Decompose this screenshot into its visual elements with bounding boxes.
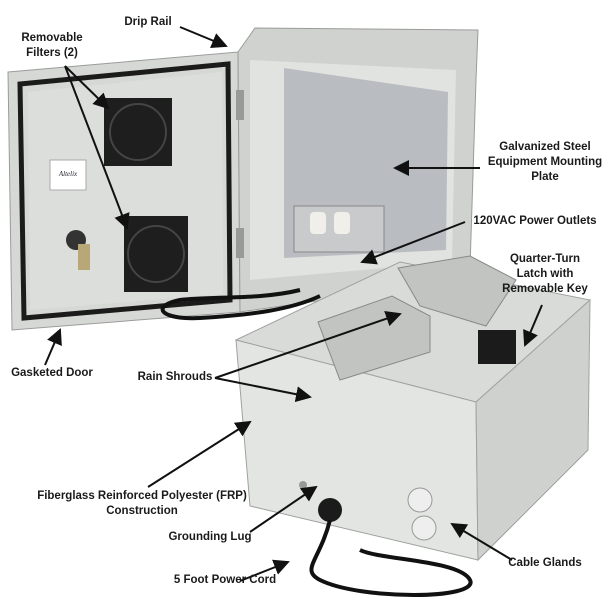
callout-power-cord: 5 Foot Power Cord xyxy=(173,574,277,586)
callout-line: Fiberglass Reinforced Polyester (FRP) xyxy=(37,490,247,502)
cable-gland-2 xyxy=(411,515,437,541)
callout-power-outlets: 120VAC Power Outlets xyxy=(473,215,597,227)
callout-line: Quarter-Turn xyxy=(509,253,581,265)
power-cord-front xyxy=(309,519,473,597)
callout-arrows xyxy=(44,26,543,582)
power-cord-gland xyxy=(318,498,342,522)
cable-gland-1 xyxy=(407,487,433,513)
grounding-lug xyxy=(299,481,307,489)
filter-fan-top xyxy=(104,98,172,166)
open-door: Altelix xyxy=(7,51,241,331)
quarter-turn-latch xyxy=(478,330,516,364)
callout-line: Plate xyxy=(531,171,559,183)
callout-frp: Fiberglass Reinforced Polyester (FRP) Co… xyxy=(37,489,247,519)
callout-line: Equipment Mounting xyxy=(487,156,603,168)
hinge-top xyxy=(236,90,244,120)
callout-cable-glands: Cable Glands xyxy=(508,557,582,569)
rain-shroud-back xyxy=(397,255,517,327)
callout-mounting-plate: Galvanized Steel Equipment Mounting Plat… xyxy=(488,140,602,185)
callout-latch: Quarter-Turn Latch with Removable Key xyxy=(502,252,588,297)
callout-line: Removable Key xyxy=(502,283,588,295)
door-gasket xyxy=(17,61,233,321)
callout-line: Filters (2) xyxy=(26,47,78,59)
callout-line: Removable xyxy=(21,32,83,44)
power-cord-rear xyxy=(160,288,321,321)
callout-rain-shrouds: Rain Shrouds xyxy=(137,371,213,383)
callout-line: Construction xyxy=(106,505,178,517)
rain-shroud-front xyxy=(317,295,431,381)
filter-fan-bottom xyxy=(124,216,188,292)
callout-line: Latch with xyxy=(516,268,574,280)
door-logo-label xyxy=(49,159,87,191)
callout-gasketed-door: Gasketed Door xyxy=(11,367,93,379)
svg-text:Altelix: Altelix xyxy=(58,170,78,178)
hinge-bottom xyxy=(236,228,244,258)
enclosure-side xyxy=(475,298,591,562)
callout-line: Galvanized Steel xyxy=(499,141,591,153)
callout-drip-rail: Drip Rail xyxy=(124,16,172,28)
callout-removable-filters: Removable Filters (2) xyxy=(21,31,82,61)
callout-grounding-lug: Grounding Lug xyxy=(168,531,252,543)
